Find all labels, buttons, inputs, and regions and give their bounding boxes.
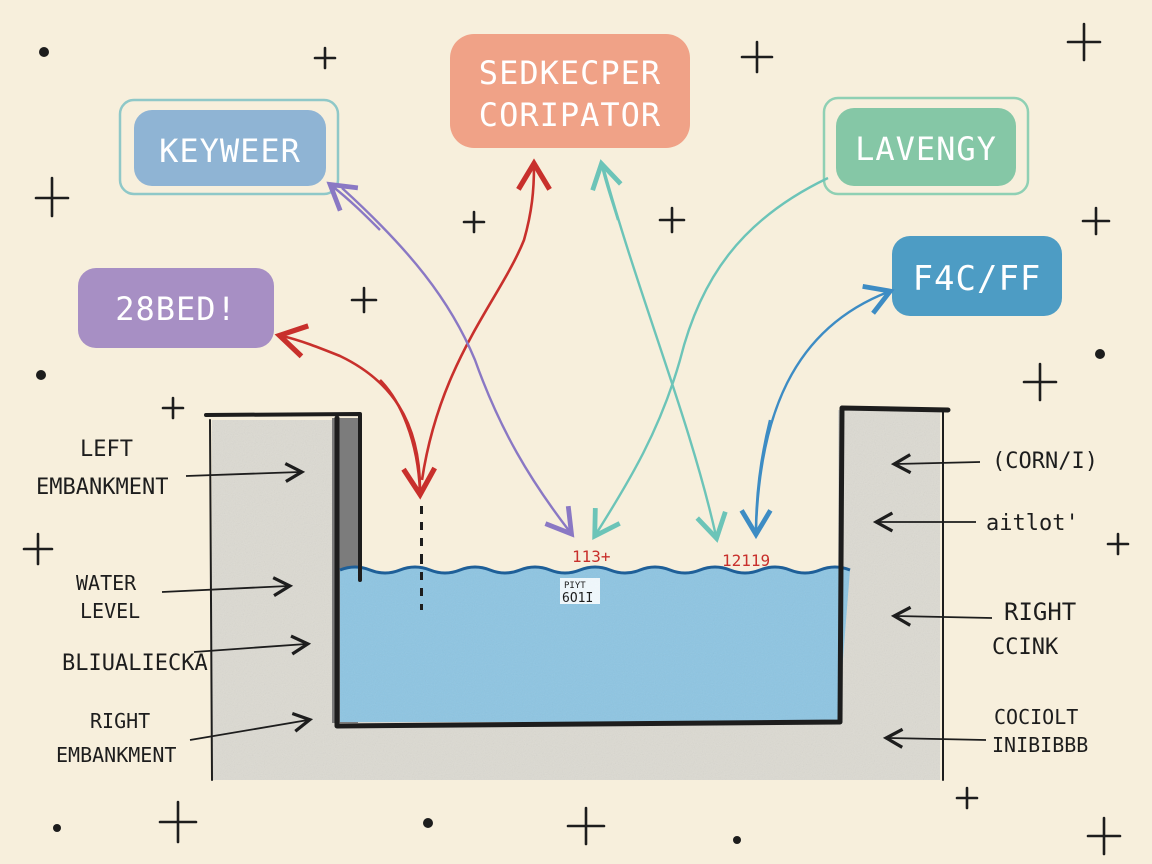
water-mark-center-line2: 6O1I xyxy=(562,591,593,606)
right-labels: (CORN/I) aitlot' RIGHT CCINK COCIOLT INI… xyxy=(872,449,1098,757)
bliualiecka-label: BLIUALIECKA xyxy=(62,651,208,676)
aitlot-label: aitlot' xyxy=(986,511,1079,536)
right-ccink-label-line2: CCINK xyxy=(992,635,1059,660)
teal-arrow-sidekeeper-to-water xyxy=(602,169,728,543)
purple-arrow-keyweer-to-water xyxy=(341,187,575,538)
decorative-dots xyxy=(36,47,1105,844)
right-embankment-label-line2: EMBANKMENT xyxy=(56,743,176,767)
red-arrow-to-sidekeeper xyxy=(420,158,552,481)
sidekeeper-label-line2: CORIPATOR xyxy=(479,96,661,134)
bed-label: 28BED! xyxy=(115,290,237,328)
teal-arrow-to-sidekeeper xyxy=(590,159,623,221)
left-labels: LEFT EMBANKMENT WATER LEVEL BLIUALIECKA … xyxy=(36,437,314,767)
sidekeeper-box: SEDKECPER CORIPATOR xyxy=(450,34,690,148)
cociolt-label-line1: COCIOLT xyxy=(994,705,1078,729)
sidekeeper-label-line1: SEDKECPER xyxy=(479,54,661,92)
keyweer-label: KEYWEER xyxy=(159,132,301,170)
water-marks: 113+ 12119 PIYT 6O1I xyxy=(560,547,770,606)
water-mark-center-line1: PIYT xyxy=(564,581,586,591)
water-mark-right: 12119 xyxy=(722,551,770,570)
right-embankment-label-line1: RIGHT xyxy=(90,709,150,733)
channel-outline xyxy=(204,405,951,781)
corn-label: (CORN/I) xyxy=(992,449,1098,474)
right-ccink-label-line1: RIGHT xyxy=(1004,598,1076,626)
red-arrow-to-bed xyxy=(274,323,422,491)
bed-box: 28BED! xyxy=(78,268,274,348)
purple-arrow-to-keyweer xyxy=(326,181,381,231)
water-level-label-line2: LEVEL xyxy=(80,599,140,623)
decorative-sparkles xyxy=(22,22,1130,856)
left-embankment-label-line2: EMBANKMENT xyxy=(36,475,168,500)
lavengy-label: LAVENGY xyxy=(855,130,997,168)
fcff-box: F4C/FF xyxy=(892,236,1062,316)
cociolt-label-line2: INIBIBBB xyxy=(992,733,1088,757)
fcff-label: F4C/FF xyxy=(913,259,1042,299)
blue-arrow-down xyxy=(739,419,773,540)
left-embankment-label-line1: LEFT xyxy=(80,437,133,462)
lavengy-box: LAVENGY xyxy=(822,96,1030,196)
water-level-label-line1: WATER xyxy=(76,571,137,595)
keyweer-box: KEYWEER xyxy=(118,98,340,196)
red-arrow-down xyxy=(379,379,437,500)
dotted-drop-line xyxy=(420,506,423,610)
teal-arrow-lavengy-to-water xyxy=(592,176,829,540)
water-surface-line xyxy=(339,565,851,575)
water-mark-left: 113+ xyxy=(572,547,611,566)
